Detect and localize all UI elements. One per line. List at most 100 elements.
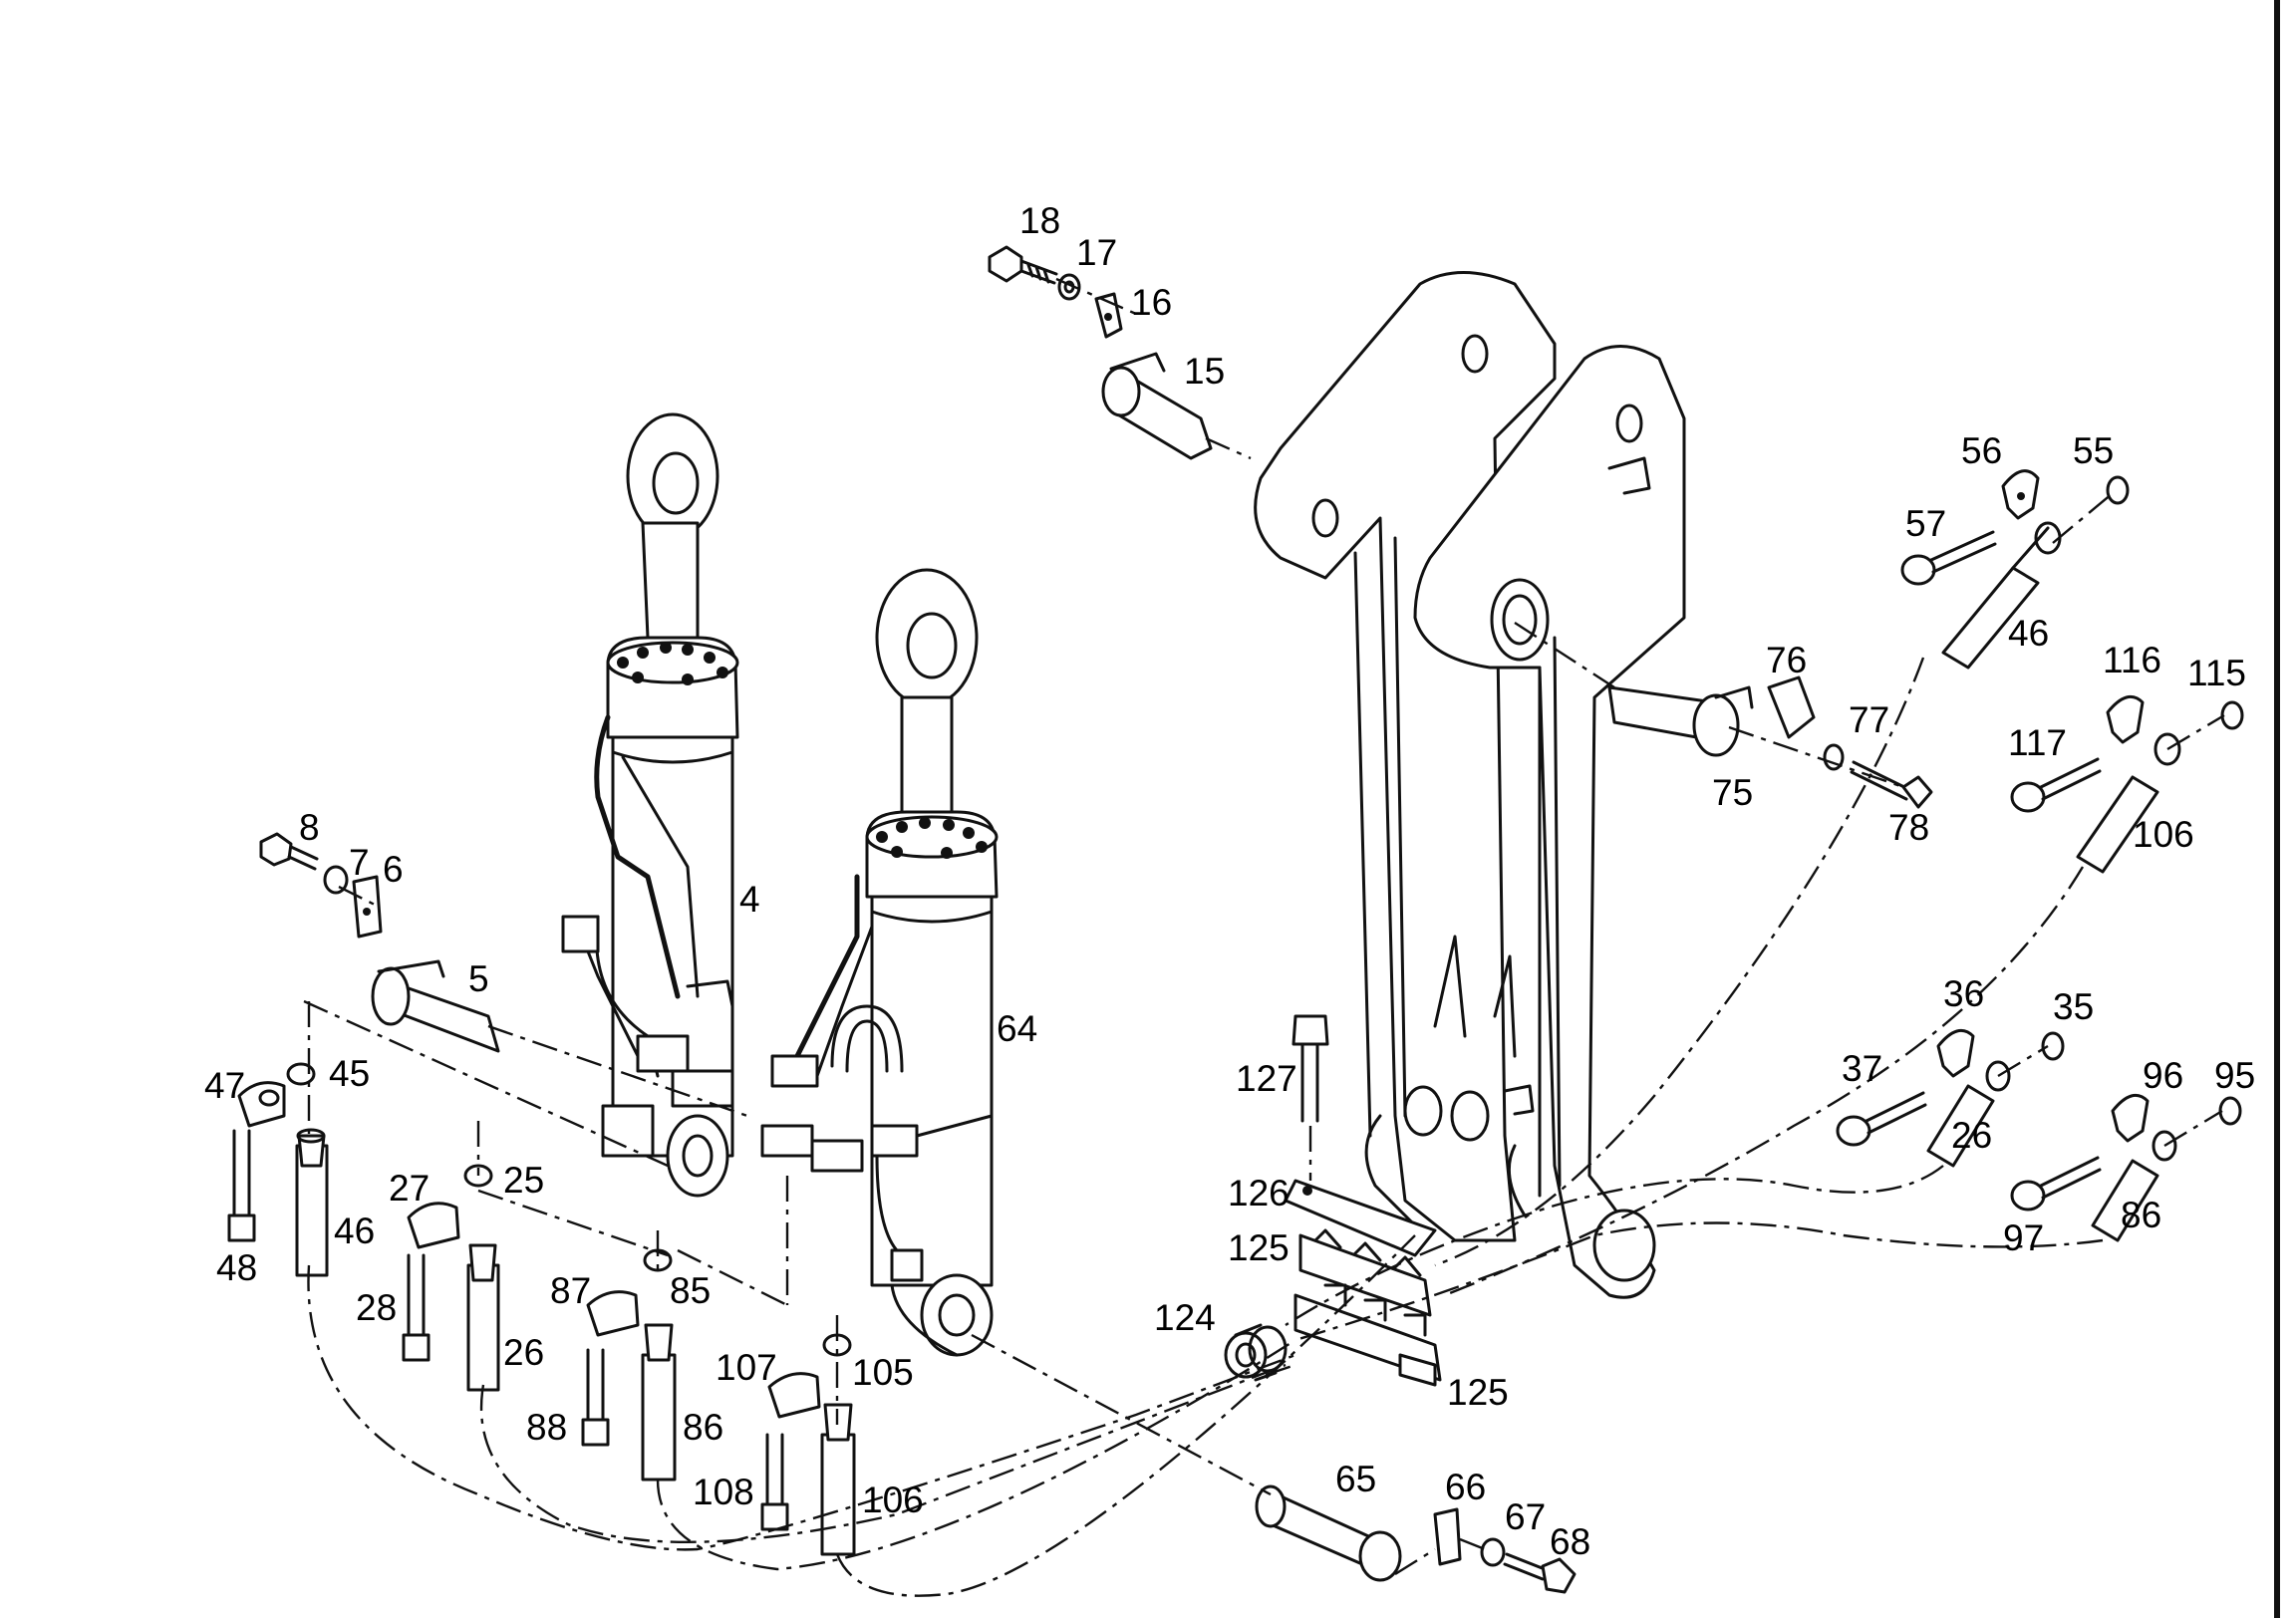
- lock-plate-47: [237, 1081, 286, 1128]
- lock-plate-36: [1936, 1028, 1975, 1078]
- callout-7: 7: [349, 842, 370, 883]
- callout-66: 66: [1445, 1467, 1486, 1507]
- callout-37: 37: [1842, 1048, 1882, 1089]
- callout-77: 77: [1849, 699, 1889, 740]
- callout-126: 126: [1228, 1173, 1290, 1214]
- callout-85: 85: [670, 1270, 711, 1311]
- callout-47: 47: [204, 1065, 245, 1106]
- assembly-center-lines: [303, 277, 2225, 1597]
- callout-125-upper: 125: [1228, 1227, 1290, 1268]
- callout-87: 87: [550, 1270, 591, 1311]
- callout-6: 6: [383, 849, 404, 890]
- washer-17: [1057, 273, 1081, 301]
- bolt-8: [259, 832, 319, 871]
- washer-95: [2218, 1096, 2242, 1126]
- bolt-28: [402, 1253, 430, 1362]
- callout-68: 68: [1550, 1521, 1590, 1562]
- callout-16: 16: [1131, 282, 1172, 323]
- bolt-127: [1292, 1014, 1329, 1123]
- lock-plate-116: [2106, 694, 2145, 744]
- pin-46-right: [1941, 521, 2062, 670]
- lock-plate-56: [2001, 469, 2040, 520]
- washer-115: [2220, 700, 2244, 730]
- callout-46-right: 46: [2008, 613, 2049, 654]
- callout-127: 127: [1236, 1058, 1297, 1099]
- callout-124: 124: [1154, 1297, 1216, 1338]
- callout-95: 95: [2214, 1055, 2255, 1096]
- callout-65: 65: [1335, 1459, 1376, 1499]
- pin-75: [1607, 685, 1754, 757]
- bolt-117: [2010, 757, 2102, 813]
- callout-105: 105: [852, 1352, 914, 1393]
- callout-107: 107: [716, 1347, 777, 1388]
- callout-5: 5: [468, 958, 489, 999]
- callout-96: 96: [2143, 1055, 2183, 1096]
- pin-5: [371, 959, 500, 1053]
- callout-27: 27: [389, 1168, 430, 1209]
- washer-45: [286, 1062, 316, 1086]
- callout-88: 88: [526, 1407, 567, 1448]
- callout-46-left: 46: [334, 1211, 375, 1251]
- callout-75: 75: [1712, 772, 1753, 813]
- pin-15: [1101, 352, 1213, 460]
- callout-28: 28: [356, 1287, 397, 1328]
- callout-67: 67: [1505, 1496, 1546, 1537]
- callout-78: 78: [1888, 807, 1929, 848]
- washer-7: [323, 865, 349, 895]
- callout-56: 56: [1961, 430, 2002, 471]
- pin-46-left: [295, 1128, 329, 1277]
- bolt-48: [227, 1129, 256, 1242]
- lock-plate-6: [352, 875, 383, 939]
- hydraulic-cylinder-64: [760, 568, 999, 1357]
- washer-77: [1823, 743, 1845, 771]
- callout-55: 55: [2073, 430, 2114, 471]
- callout-15: 15: [1184, 351, 1225, 392]
- lock-plate-96: [2111, 1093, 2150, 1143]
- callout-17: 17: [1076, 232, 1117, 273]
- callout-26-left: 26: [503, 1332, 544, 1373]
- lock-plate-87: [586, 1290, 640, 1337]
- callout-25: 25: [503, 1160, 544, 1201]
- pin-26-left: [466, 1243, 500, 1392]
- callout-117: 117: [2008, 722, 2067, 763]
- lock-plate-66: [1433, 1507, 1462, 1566]
- callout-4: 4: [739, 879, 760, 920]
- callout-8: 8: [299, 807, 320, 848]
- lock-plate-27: [407, 1202, 460, 1249]
- washer-35: [2041, 1031, 2065, 1061]
- callout-106-left: 106: [862, 1480, 924, 1520]
- lock-plate-16: [1094, 292, 1123, 339]
- callout-115: 115: [2187, 653, 2246, 693]
- callout-86-left: 86: [683, 1407, 723, 1448]
- bushing-124: [1224, 1323, 1288, 1382]
- callout-18: 18: [1019, 200, 1060, 241]
- hydraulic-cylinder-4: [561, 412, 739, 1198]
- callout-26-right: 26: [1951, 1115, 1992, 1156]
- bolt-88: [581, 1348, 610, 1447]
- callout-97: 97: [2003, 1217, 2044, 1258]
- boom-bracket: [1254, 271, 1686, 1299]
- callout-106-right: 106: [2133, 814, 2194, 855]
- plate-126: [1284, 1179, 1437, 1257]
- callout-108: 108: [693, 1472, 754, 1512]
- bolt-97: [2010, 1156, 2102, 1212]
- bolt-78: [1850, 760, 1933, 809]
- pin-86-left: [641, 1323, 677, 1482]
- washer-55: [2106, 475, 2130, 505]
- callout-125-lower: 125: [1447, 1372, 1509, 1413]
- callout-36: 36: [1943, 973, 1984, 1014]
- washer-67: [1480, 1537, 1506, 1567]
- callout-116: 116: [2103, 640, 2161, 680]
- lock-plate-107: [767, 1372, 821, 1419]
- pin-65: [1255, 1484, 1402, 1582]
- callout-86-right: 86: [2121, 1195, 2161, 1235]
- lock-plate-76: [1767, 675, 1816, 739]
- callout-57: 57: [1905, 503, 1946, 544]
- callout-76: 76: [1766, 640, 1807, 680]
- bolt-57: [1900, 530, 1997, 586]
- callout-35: 35: [2053, 986, 2094, 1027]
- callout-45: 45: [329, 1053, 370, 1094]
- bolt-108: [760, 1433, 789, 1531]
